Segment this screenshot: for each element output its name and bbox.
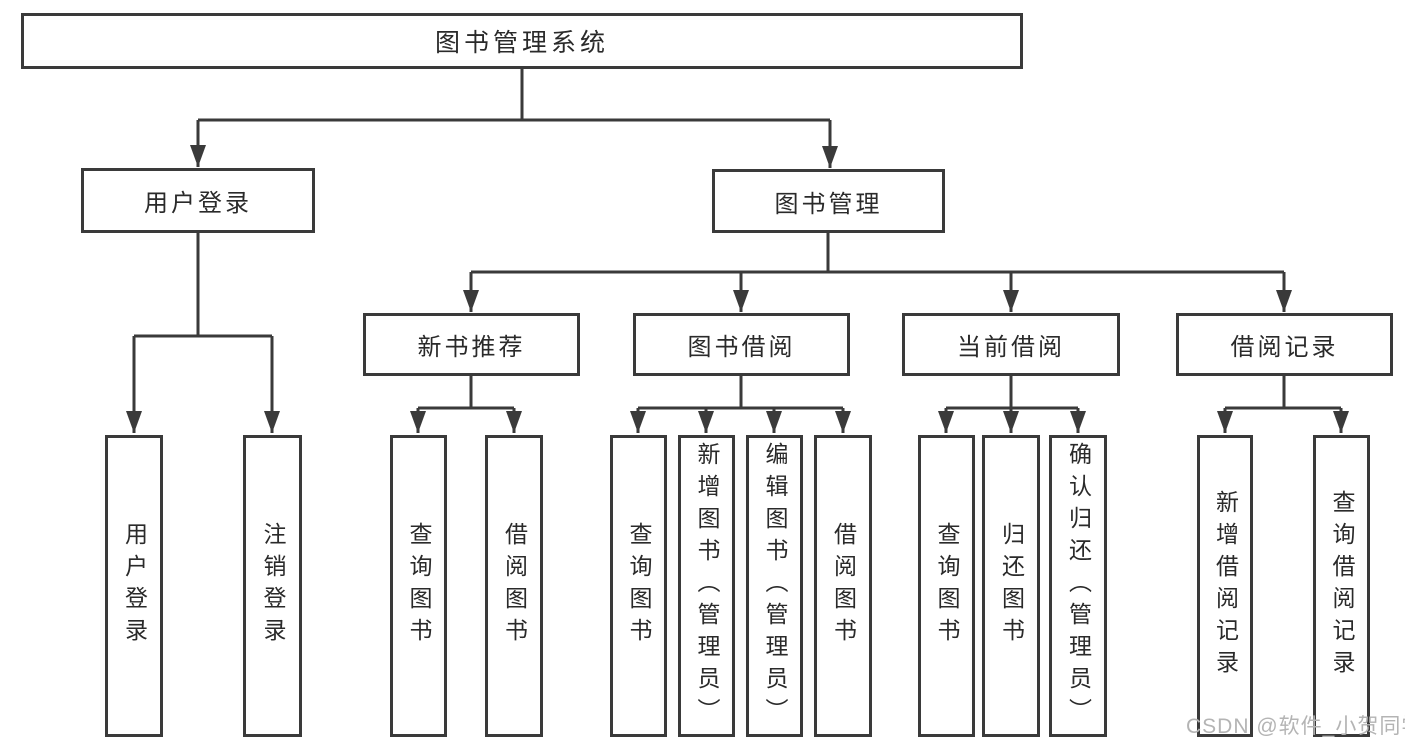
- node-label: 借阅图书: [501, 522, 528, 650]
- node-label: 查询图书: [934, 522, 960, 650]
- node-borrowing-records: 借阅记录: [1176, 313, 1393, 376]
- leaf-borrow-add-books-admin: 新增图书（管理员）: [678, 435, 735, 737]
- node-label: 新增图书（管理员）: [694, 442, 720, 730]
- node-book-borrowing: 图书借阅: [633, 313, 850, 376]
- node-label: 图书管理系统: [434, 29, 609, 57]
- node-label: 当前借阅: [957, 334, 1065, 361]
- leaf-current-confirm-return-admin: 确认归还（管理员）: [1049, 435, 1107, 737]
- node-label: 新书推荐: [417, 334, 526, 361]
- node-label: 借阅记录: [1230, 334, 1339, 361]
- node-label: 图书借阅: [687, 334, 796, 361]
- node-label: 归还图书: [998, 522, 1025, 650]
- node-label: 查询图书: [406, 522, 432, 650]
- leaf-borrow-borrow-books: 借阅图书: [814, 435, 872, 737]
- node-current-borrowing: 当前借阅: [902, 313, 1120, 376]
- node-label: 确认归还（管理员）: [1065, 442, 1092, 730]
- node-library-management-system: 图书管理系统: [21, 13, 1023, 69]
- node-new-book-recommend: 新书推荐: [363, 313, 580, 376]
- connector-segments: [134, 69, 1341, 410]
- node-user-login: 用户登录: [81, 168, 315, 233]
- csdn-watermark: CSDN @软件_小贺同学: [1186, 715, 1405, 738]
- leaf-records-add-record: 新增借阅记录: [1197, 435, 1253, 737]
- node-label: 图书管理: [774, 190, 883, 218]
- leaf-borrow-query-books: 查询图书: [610, 435, 667, 737]
- node-label: 借阅图书: [830, 522, 857, 650]
- leaf-records-query-record: 查询借阅记录: [1313, 435, 1370, 737]
- leaf-user-login: 用户登录: [105, 435, 163, 737]
- node-label: 新增借阅记录: [1212, 490, 1239, 682]
- connector-arrows: [126, 120, 1349, 433]
- node-label: 用户登录: [144, 190, 252, 217]
- node-label: 注销登录: [260, 522, 286, 650]
- leaf-current-return-books: 归还图书: [982, 435, 1040, 737]
- node-label: 查询借阅记录: [1329, 490, 1355, 682]
- node-label: 用户登录: [121, 522, 148, 650]
- leaf-recommend-borrow-books: 借阅图书: [485, 435, 543, 737]
- leaf-recommend-query-books: 查询图书: [390, 435, 447, 737]
- node-label: 编辑图书（管理员）: [762, 442, 788, 730]
- node-book-management: 图书管理: [712, 169, 945, 233]
- leaf-current-query-books: 查询图书: [918, 435, 975, 737]
- leaf-logout: 注销登录: [243, 435, 302, 737]
- node-label: 查询图书: [626, 522, 652, 650]
- leaf-borrow-edit-books-admin: 编辑图书（管理员）: [746, 435, 803, 737]
